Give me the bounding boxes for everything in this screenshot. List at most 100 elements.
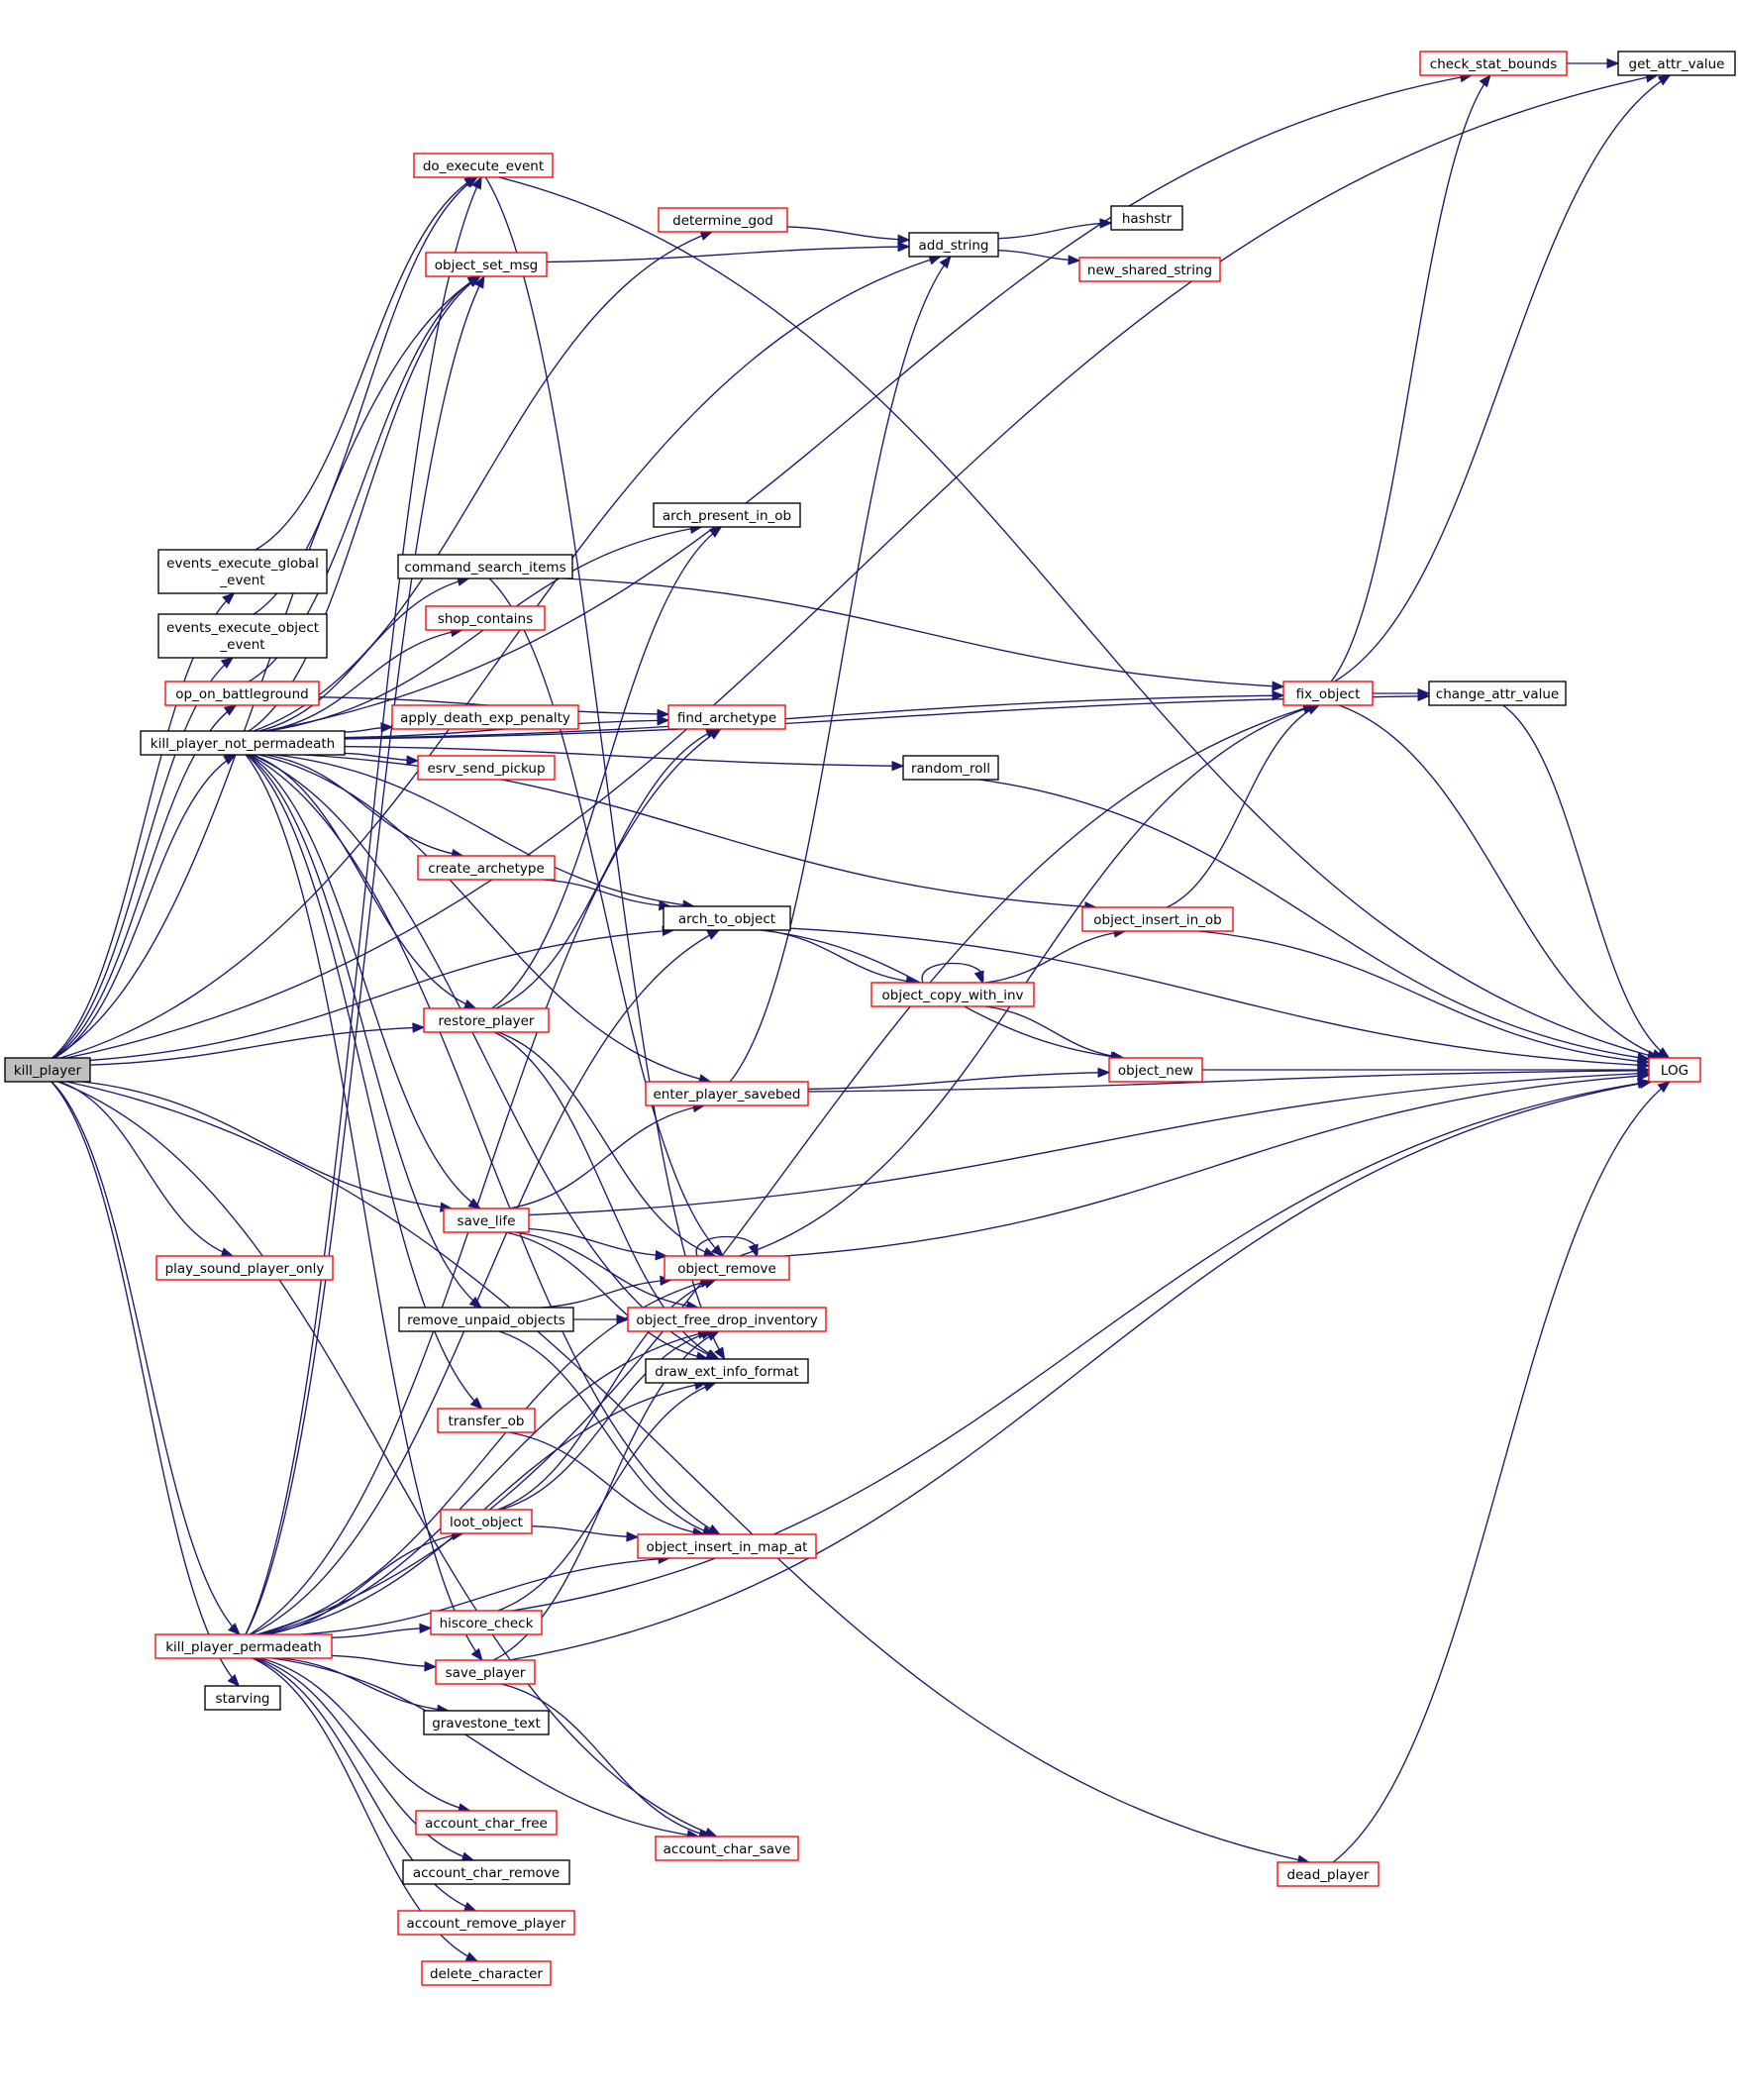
arrowhead-kill_player_not_permadeath-to-save_player xyxy=(470,1647,483,1662)
node-remove_unpaid_objects[interactable]: remove_unpaid_objects xyxy=(398,1307,574,1332)
call-edge-arch_to_object-to-object_copy_with_inv xyxy=(762,929,918,984)
arrowhead-kill_player_permadeath-to-account_remove_player xyxy=(462,1902,477,1912)
node-apply_death_exp_penalty[interactable]: apply_death_exp_penalty xyxy=(391,704,579,730)
call-edge-restore_player-to-arch_present_in_ob xyxy=(491,526,722,1009)
arrowhead-kill_player_not_permadeath-to-find_archetype xyxy=(657,715,670,726)
call-edge-add_string-to-new_shared_string xyxy=(997,250,1080,262)
node-object_set_msg[interactable]: object_set_msg xyxy=(425,252,548,277)
call-edge-kill_player-to-arch_to_object xyxy=(89,929,674,1062)
node-box xyxy=(645,1081,809,1106)
node-events_execute_global_event[interactable]: events_execute_global_event xyxy=(157,549,328,594)
node-hiscore_check[interactable]: hiscore_check xyxy=(430,1610,543,1635)
node-box xyxy=(902,755,999,781)
arrowhead-change_attr_value-to-LOG xyxy=(1656,1047,1671,1059)
node-label: object_insert_in_ob xyxy=(1093,912,1221,928)
node-enter_player_savebed[interactable]: enter_player_savebed xyxy=(645,1081,809,1106)
node-transfer_ob[interactable]: transfer_ob xyxy=(437,1408,536,1433)
node-determine_god[interactable]: determine_god xyxy=(658,207,788,233)
call-edge-hiscore_check-to-LOG xyxy=(511,1081,1650,1612)
node-label: gravestone_text xyxy=(432,1716,541,1732)
node-draw_ext_info_format[interactable]: draw_ext_info_format xyxy=(645,1358,809,1384)
node-delete_character[interactable]: delete_character xyxy=(421,1960,552,1986)
node-box xyxy=(423,1710,550,1735)
call-edge-command_search_items-to-fix_object xyxy=(563,578,1284,687)
node-arch_to_object[interactable]: arch_to_object xyxy=(663,905,791,931)
node-object_new[interactable]: object_new xyxy=(1108,1057,1203,1083)
call-edge-object_insert_in_ob-to-LOG xyxy=(1198,930,1650,1064)
node-box xyxy=(663,905,791,931)
node-restore_player[interactable]: restore_player xyxy=(423,1007,550,1033)
node-label: starving xyxy=(215,1691,269,1707)
node-object_insert_in_ob[interactable]: object_insert_in_ob xyxy=(1081,906,1234,932)
node-label: esrv_send_pickup xyxy=(427,761,545,777)
arrowhead-kill_player_not_permadeath-to-transfer_ob xyxy=(469,1397,483,1410)
node-object_remove[interactable]: object_remove xyxy=(664,1255,790,1281)
node-label: do_execute_event xyxy=(423,158,544,174)
node-random_roll[interactable]: random_roll xyxy=(902,755,999,781)
call-edge-kill_player-to-kill_player_not_permadeath xyxy=(53,754,237,1059)
node-label: change_attr_value xyxy=(1436,686,1559,702)
arrowhead-object_copy_with_inv-to-object_copy_with_inv xyxy=(973,970,984,985)
node-box xyxy=(397,554,573,579)
call-graph-edges xyxy=(51,57,1672,1962)
node-fix_object[interactable]: fix_object xyxy=(1282,681,1374,706)
node-box xyxy=(443,1208,530,1233)
node-starving[interactable]: starving xyxy=(204,1685,281,1711)
node-find_archetype[interactable]: find_archetype xyxy=(667,704,786,730)
node-account_char_remove[interactable]: account_char_remove xyxy=(402,1859,570,1885)
node-get_attr_value[interactable]: get_attr_value xyxy=(1617,51,1736,76)
call-edge-kill_player-to-account_char_save xyxy=(57,1081,717,1838)
arrowhead-events_execute_object_event-to-do_execute_event xyxy=(464,176,478,188)
node-kill_player_not_permadeath[interactable]: kill_player_not_permadeath xyxy=(140,730,346,756)
node-label: save_life xyxy=(458,1213,516,1229)
call-edge-kill_player_not_permadeath-to-shop_contains xyxy=(265,629,462,732)
node-kill_player_permadeath[interactable]: kill_player_permadeath xyxy=(154,1633,333,1659)
node-LOG[interactable]: LOG xyxy=(1648,1057,1701,1083)
call-edge-kill_player_not_permadeath-to-restore_player xyxy=(253,754,476,1009)
node-object_insert_in_map_at[interactable]: object_insert_in_map_at xyxy=(637,1533,817,1559)
node-hashstr[interactable]: hashstr xyxy=(1110,205,1183,231)
call-edge-kill_player_permadeath-to-draw_ext_info_format xyxy=(263,1382,707,1635)
node-save_player[interactable]: save_player xyxy=(435,1659,536,1685)
node-add_string[interactable]: add_string xyxy=(908,232,999,258)
node-command_search_items[interactable]: command_search_items xyxy=(397,554,573,579)
node-do_execute_event[interactable]: do_execute_event xyxy=(413,153,554,178)
node-label: hashstr xyxy=(1122,211,1173,227)
node-box xyxy=(157,613,328,659)
node-new_shared_string[interactable]: new_shared_string xyxy=(1078,257,1221,282)
node-save_life[interactable]: save_life xyxy=(443,1208,530,1233)
node-esrv_send_pickup[interactable]: esrv_send_pickup xyxy=(417,755,556,781)
node-account_char_free[interactable]: account_char_free xyxy=(415,1810,558,1836)
call-edge-save_life-to-enter_player_savebed xyxy=(508,1104,705,1209)
node-box xyxy=(1428,681,1567,706)
node-loot_object[interactable]: loot_object xyxy=(440,1509,533,1534)
node-box xyxy=(645,1358,809,1384)
node-check_stat_bounds[interactable]: check_stat_bounds xyxy=(1419,51,1568,76)
node-object_copy_with_inv[interactable]: object_copy_with_inv xyxy=(870,982,1035,1007)
node-dead_player[interactable]: dead_player xyxy=(1277,1861,1380,1887)
node-events_execute_object_event[interactable]: events_execute_object_event xyxy=(157,613,328,659)
node-box xyxy=(637,1533,817,1559)
call-edge-restore_player-to-object_remove xyxy=(497,1031,716,1257)
node-play_sound_player_only[interactable]: play_sound_player_only xyxy=(155,1255,334,1281)
node-account_remove_player[interactable]: account_remove_player xyxy=(397,1910,575,1936)
arrowhead-kill_player_not_permadeath-to-random_roll xyxy=(891,760,905,772)
node-shop_contains[interactable]: shop_contains xyxy=(425,605,546,631)
node-object_free_drop_inventory[interactable]: object_free_drop_inventory xyxy=(627,1307,827,1332)
arrowhead-kill_player_permadeath-to-delete_character xyxy=(464,1951,479,1962)
call-edge-object_set_msg-to-add_string xyxy=(546,246,910,263)
node-label: kill_player_not_permadeath xyxy=(151,736,335,752)
call-edge-kill_player_not_permadeath-to-create_archetype xyxy=(265,754,463,857)
node-account_char_save[interactable]: account_char_save xyxy=(655,1836,799,1861)
call-edge-kill_player_not_permadeath-to-command_search_items xyxy=(258,578,469,732)
arrowhead-kill_player_permadeath-to-object_set_msg xyxy=(473,274,485,289)
node-create_archetype[interactable]: create_archetype xyxy=(417,855,556,881)
call-edge-kill_player_not_permadeath-to-transfer_ob xyxy=(246,754,483,1410)
call-edge-fix_object-to-get_attr_value xyxy=(1334,74,1671,682)
node-op_on_battleground[interactable]: op_on_battleground xyxy=(164,681,320,706)
node-label: dead_player xyxy=(1287,1867,1370,1883)
node-box xyxy=(157,549,328,594)
node-change_attr_value[interactable]: change_attr_value xyxy=(1428,681,1567,706)
node-arch_present_in_ob[interactable]: arch_present_in_ob xyxy=(653,502,801,528)
node-gravestone_text[interactable]: gravestone_text xyxy=(423,1710,550,1735)
